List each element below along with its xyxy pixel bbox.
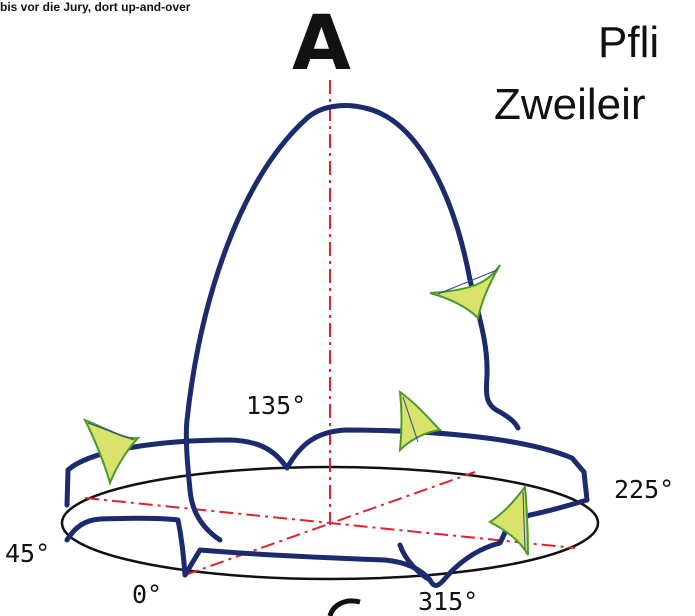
caption-text: bis vor die Jury, dort up-and-over	[0, 0, 191, 14]
horizontal-loop-outer	[64, 427, 590, 588]
title-line-1: Pfli	[598, 18, 660, 67]
angle-label-225: 225°	[614, 475, 675, 504]
kite-top-spar	[437, 269, 498, 295]
angle-label-315: 315°	[418, 587, 479, 616]
kite-center	[398, 389, 443, 453]
angle-label-0: 0°	[132, 580, 163, 609]
kite-left	[82, 418, 141, 487]
kite-spars	[87, 269, 526, 551]
title-line-2: Zweileir	[494, 80, 646, 129]
kite-right-spar	[522, 491, 526, 551]
axis-lines	[84, 80, 576, 576]
loop-connector	[397, 542, 433, 583]
angle-label-135: 135°	[246, 391, 307, 420]
kites	[82, 264, 529, 556]
kite-top	[429, 264, 501, 320]
flight-path	[64, 103, 590, 588]
horizontal-loop-inner-left	[64, 515, 188, 578]
vertical-loop	[183, 103, 521, 493]
axis-0-180	[184, 471, 476, 576]
kite-left-spar	[87, 422, 135, 441]
kite-center-spar	[402, 396, 419, 443]
angle-label-45: 45°	[5, 539, 51, 568]
position-a-letter: A	[292, 0, 351, 87]
vertical-loop-tail	[187, 487, 223, 543]
bottom-letter-fragment	[327, 598, 361, 616]
kite-right	[488, 484, 529, 556]
